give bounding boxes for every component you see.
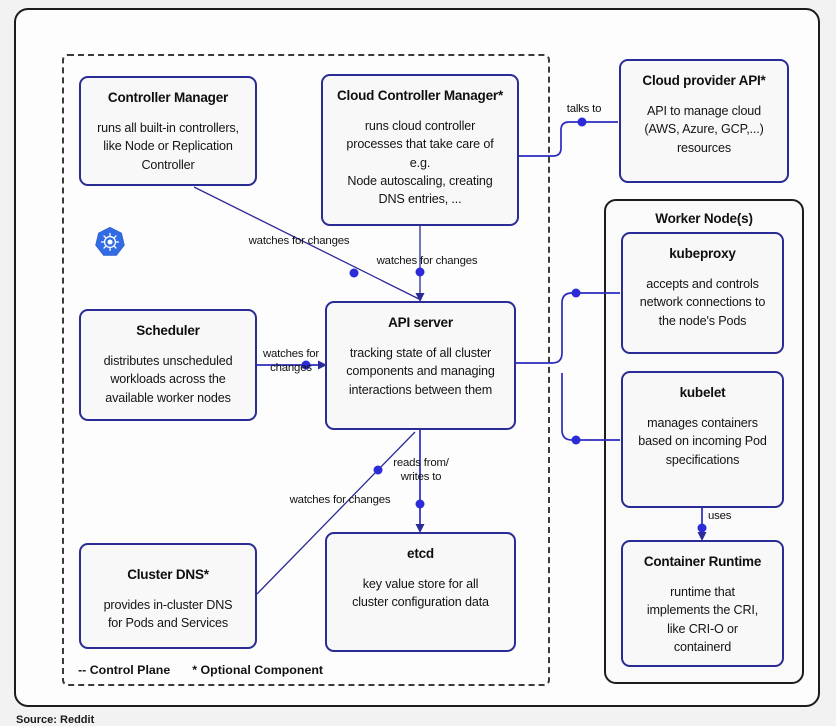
source-note: Source: Reddit: [16, 714, 95, 726]
edge-label-uses: uses: [708, 510, 732, 522]
node-body: key value store for all cluster configur…: [352, 577, 489, 610]
node-body: runtime that implements the CRI, like CR…: [646, 585, 759, 654]
node-cloud-provider-api[interactable]: Cloud provider API* API to manage cloud …: [619, 59, 789, 183]
node-title: kubelet: [679, 385, 726, 400]
node-scheduler[interactable]: Scheduler distributes unscheduled worklo…: [79, 309, 257, 421]
node-body: distributes unscheduled workloads across…: [103, 354, 233, 405]
node-title: Container Runtime: [643, 554, 762, 569]
control-plane-region: [62, 54, 550, 686]
node-title: API server: [388, 315, 453, 330]
node-body: tracking state of all cluster components…: [346, 346, 495, 397]
kubernetes-logo-icon: [95, 226, 125, 256]
legend-control-plane: -- Control Plane: [78, 663, 171, 677]
node-body: manages containers based on incoming Pod…: [638, 416, 767, 467]
node-title: kubeproxy: [669, 246, 736, 261]
node-kubeproxy[interactable]: kubeproxy accepts and controls network c…: [621, 232, 784, 354]
node-api-server[interactable]: API server tracking state of all cluster…: [325, 301, 516, 430]
node-title: Scheduler: [136, 323, 200, 338]
node-body: API to manage cloud (AWS, Azure, GCP,...…: [644, 104, 764, 155]
legend: -- Control Plane * Optional Component: [78, 663, 323, 677]
legend-optional-component: * Optional Component: [192, 663, 324, 677]
node-title: Cloud Controller Manager*: [336, 88, 503, 103]
node-title: Cloud provider API*: [642, 73, 766, 88]
node-title: etcd: [407, 546, 434, 561]
node-controller-manager[interactable]: Controller Manager runs all built-in con…: [79, 76, 257, 186]
node-body: runs all built-in controllers, like Node…: [97, 121, 239, 172]
node-title: Cluster DNS*: [127, 567, 209, 582]
node-cluster-dns[interactable]: Cluster DNS* provides in-cluster DNS for…: [79, 543, 257, 649]
node-body: accepts and controls network connections…: [639, 277, 766, 328]
edge-label-watches-for-changes-scheduler: watches for changes: [262, 348, 320, 375]
node-kubelet[interactable]: kubelet manages containers based on inco…: [621, 371, 784, 508]
node-etcd[interactable]: etcd key value store for all cluster con…: [325, 532, 516, 652]
edge-label-watches-for-changes-cluster-dns: watches for changes: [289, 494, 391, 506]
node-container-runtime[interactable]: Container Runtime runtime that implement…: [621, 540, 784, 667]
edge-label-watches-for-changes-ccm: watches for changes: [376, 255, 478, 267]
worker-node-title: Worker Node(s): [655, 211, 753, 226]
node-title: Controller Manager: [107, 90, 229, 105]
node-body: runs cloud controller processes that tak…: [346, 119, 494, 207]
edge-label-reads-writes: reads from/ writes to: [393, 457, 449, 484]
edge-label-watches-for-changes-controller-manager: watches for changes: [248, 235, 350, 247]
node-cloud-controller-manager[interactable]: Cloud Controller Manager* runs cloud con…: [321, 74, 519, 226]
node-body: provides in-cluster DNS for Pods and Ser…: [103, 598, 233, 631]
edge-label-talks-to: talks to: [566, 103, 602, 115]
